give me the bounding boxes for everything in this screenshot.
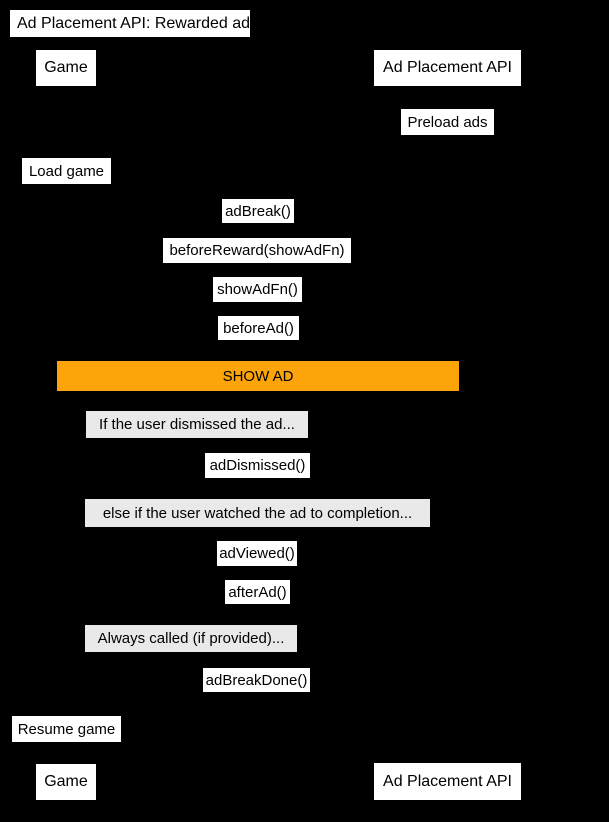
- message-load-game: Load game: [22, 158, 111, 184]
- message-ad-break-done: adBreakDone(): [203, 668, 310, 692]
- message-before-ad: beforeAd(): [218, 316, 299, 340]
- message-ad-viewed: adViewed(): [217, 541, 297, 566]
- message-preload-ads: Preload ads: [401, 109, 494, 135]
- message-ad-dismissed: adDismissed(): [205, 453, 310, 478]
- guard-if-dismissed: If the user dismissed the ad...: [86, 411, 308, 438]
- actor-api-top: Ad Placement API: [374, 50, 521, 86]
- actor-game-top: Game: [36, 50, 96, 86]
- diagram-title: Ad Placement API: Rewarded ad: [10, 10, 250, 37]
- actor-api-bottom: Ad Placement API: [374, 763, 521, 800]
- message-resume-game: Resume game: [12, 716, 121, 742]
- message-ad-break: adBreak(): [222, 199, 294, 223]
- show-ad-banner: SHOW AD: [57, 361, 459, 391]
- message-before-reward: beforeReward(showAdFn): [163, 238, 351, 263]
- actor-game-bottom: Game: [36, 764, 96, 800]
- message-after-ad: afterAd(): [225, 580, 290, 604]
- message-show-ad-fn: showAdFn(): [213, 277, 302, 302]
- guard-else-if-viewed: else if the user watched the ad to compl…: [85, 499, 430, 527]
- guard-always-called: Always called (if provided)...: [85, 625, 297, 652]
